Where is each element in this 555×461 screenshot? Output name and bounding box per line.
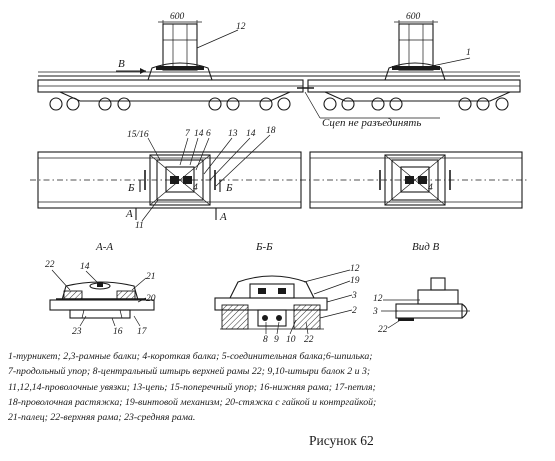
plan-right-frame: 4 — [379, 154, 451, 206]
label-6: 6 — [206, 129, 211, 139]
section-aa: 22 14 21 20 23 16 17 — [45, 260, 156, 337]
bb-label-8: 8 — [263, 335, 268, 345]
bb-label-19: 19 — [350, 276, 360, 286]
label-18: 18 — [266, 126, 276, 136]
bb-label-9: 9 — [274, 335, 279, 345]
legend-line-5: 21-палец; 22-верхняя рама; 23-средняя ра… — [8, 412, 196, 424]
bb-label-3: 3 — [351, 291, 357, 301]
view-b: 12 3 22 — [372, 277, 470, 335]
side-view: 600 600 12 1 В Сцеп не разъединять — [37, 12, 521, 129]
aa-label-17: 17 — [137, 327, 148, 337]
dimension-left-value: 600 — [170, 12, 185, 22]
legend: 1-турникет; 2,3-рамные балки; 4-короткая… — [8, 349, 553, 425]
plan-right-platform — [309, 151, 523, 209]
label-1: 1 — [466, 48, 471, 58]
section-mark-a-right: А — [219, 211, 227, 223]
plan-view: 4 4 Б Б А А 11 15/16 7 14 — [30, 126, 528, 231]
label-7: 7 — [185, 129, 191, 139]
figure-caption: Рисунок 62 — [309, 433, 374, 448]
section-mark-b-left: Б — [127, 182, 135, 194]
view-b-label-22: 22 — [378, 325, 388, 335]
bb-label-12: 12 — [350, 264, 360, 274]
plan-label-4-left: 4 — [193, 183, 198, 193]
aa-label-14: 14 — [80, 262, 90, 272]
plan-label-4-right: 4 — [428, 183, 433, 193]
aa-label-21: 21 — [146, 272, 156, 282]
legend-line-3: 11,12,14-проволочные увязки; 13-цепь; 15… — [8, 381, 376, 393]
bb-label-10: 10 — [286, 335, 296, 345]
bb-label-22: 22 — [304, 335, 314, 345]
label-11: 11 — [135, 221, 144, 231]
label-14b: 14 — [246, 129, 256, 139]
wheels-right — [323, 97, 509, 111]
plan-left-frame: 4 — [144, 154, 216, 206]
turntable-left — [147, 23, 213, 81]
dimension-right-value: 600 — [406, 12, 421, 22]
section-mark-b-right: Б — [225, 182, 233, 194]
view-b-label-12: 12 — [373, 294, 383, 304]
aa-label-22: 22 — [45, 260, 55, 270]
legend-line-4: 18-проволочная растяжка; 19-винтовой мех… — [8, 396, 377, 408]
plan-left-platform — [37, 151, 302, 209]
label-15-16: 15/16 — [127, 130, 149, 140]
section-title-aa: А-А — [95, 241, 113, 253]
turntable-right — [384, 23, 446, 81]
bb-label-2: 2 — [352, 306, 357, 316]
legend-line-2: 7-продольный упор; 8-центральный штырь в… — [8, 366, 371, 378]
aa-label-16: 16 — [113, 327, 123, 337]
section-title-view-b: Вид В — [412, 241, 440, 253]
label-12-top: 12 — [236, 22, 246, 32]
aa-label-20: 20 — [146, 294, 156, 304]
legend-line-1: 1-турникет; 2,3-рамные балки; 4-короткая… — [8, 351, 373, 362]
label-13: 13 — [228, 129, 238, 139]
section-mark-a-left: А — [125, 208, 133, 220]
wheels-left — [49, 97, 291, 111]
section-bb: 12 19 3 2 8 9 10 22 — [214, 264, 360, 345]
dimension-left: 600 — [158, 12, 202, 26]
coupling-note: Сцеп не разъединять — [322, 117, 421, 129]
label-view-b-arrow: В — [118, 58, 125, 70]
aa-label-23: 23 — [72, 327, 82, 337]
view-b-label-3: 3 — [372, 307, 378, 317]
section-title-bb: Б-Б — [255, 241, 273, 253]
label-14a: 14 — [194, 129, 204, 139]
dimension-right: 600 — [394, 12, 438, 26]
